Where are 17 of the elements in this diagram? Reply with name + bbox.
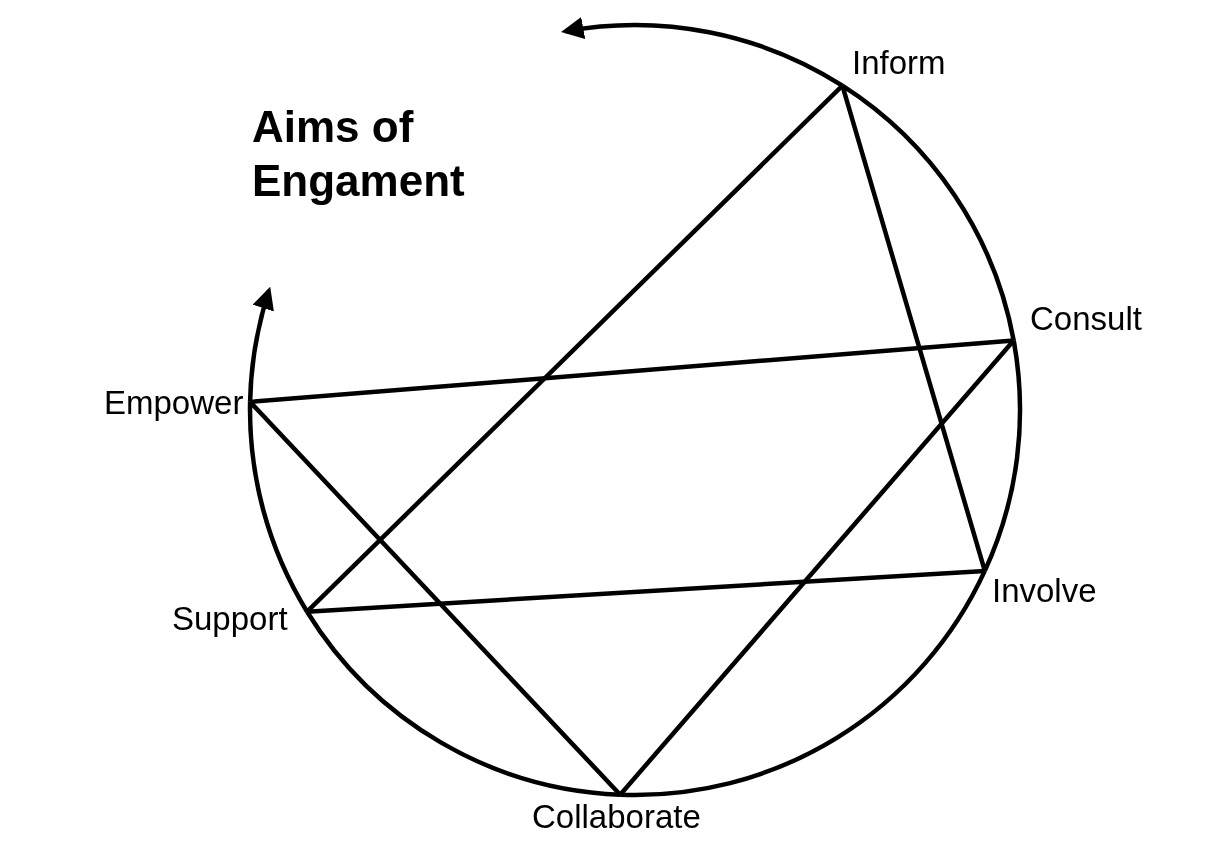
title: Aims of Engament [252,101,466,207]
circle-arc [841,83,1016,342]
node-label: Empower [104,384,244,422]
connector-line [249,338,1014,405]
node-label: Collaborate [532,798,701,836]
node-label: Inform [852,44,946,82]
node-label: Support [172,600,288,638]
circle-arc [305,610,621,797]
circle-arc [982,340,1022,572]
node-label: Involve [992,572,1097,610]
circle-arc [247,401,310,613]
circle-arc [620,569,987,797]
connector-line [306,568,985,614]
node-label: Consult [1030,300,1142,338]
connector-line [840,85,987,572]
curved-arrow [247,286,275,403]
curved-arrow [561,18,844,88]
